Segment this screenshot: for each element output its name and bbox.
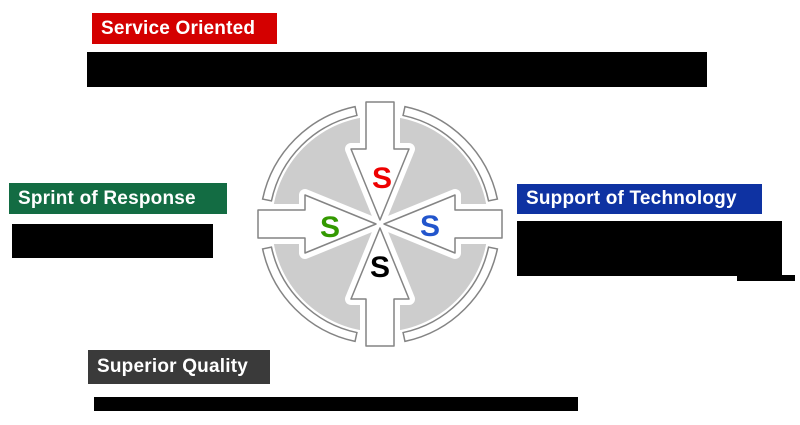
s-letter-top: S <box>372 162 392 195</box>
label-superior-quality: Superior Quality <box>88 350 270 384</box>
s-letter-left: S <box>320 211 340 244</box>
arrow-bottom <box>350 227 410 347</box>
outer-arc-bottom-left <box>261 246 358 343</box>
label-service-oriented-text: Service Oriented <box>101 17 256 39</box>
arrow-left <box>257 194 377 254</box>
label-support-of-technology-text: Support of Technology <box>526 188 737 209</box>
redacted-text-block-left <box>12 224 213 258</box>
redacted-text-block-top <box>87 52 707 87</box>
label-sprint-of-response-text: Sprint of Response <box>18 187 196 209</box>
label-superior-quality-text: Superior Quality <box>97 356 249 377</box>
s-letter-bottom: S <box>370 251 390 284</box>
four-s-compass-icon: S S S S <box>256 100 504 348</box>
redacted-text-block-right <box>517 221 782 276</box>
outer-arc-top-right <box>402 105 499 202</box>
label-sprint-of-response: Sprint of Response <box>9 183 227 214</box>
redacted-text-block-bottom <box>94 397 578 411</box>
arrow-right <box>383 194 503 254</box>
outer-arc-bottom-right <box>402 246 499 343</box>
label-support-of-technology: Support of Technology <box>517 184 762 214</box>
arrow-top <box>350 101 410 221</box>
outer-arc-top-left <box>261 105 358 202</box>
redacted-text-block-right-step <box>737 275 795 281</box>
label-service-oriented: Service Oriented <box>92 13 277 44</box>
s-letter-right: S <box>420 210 440 243</box>
